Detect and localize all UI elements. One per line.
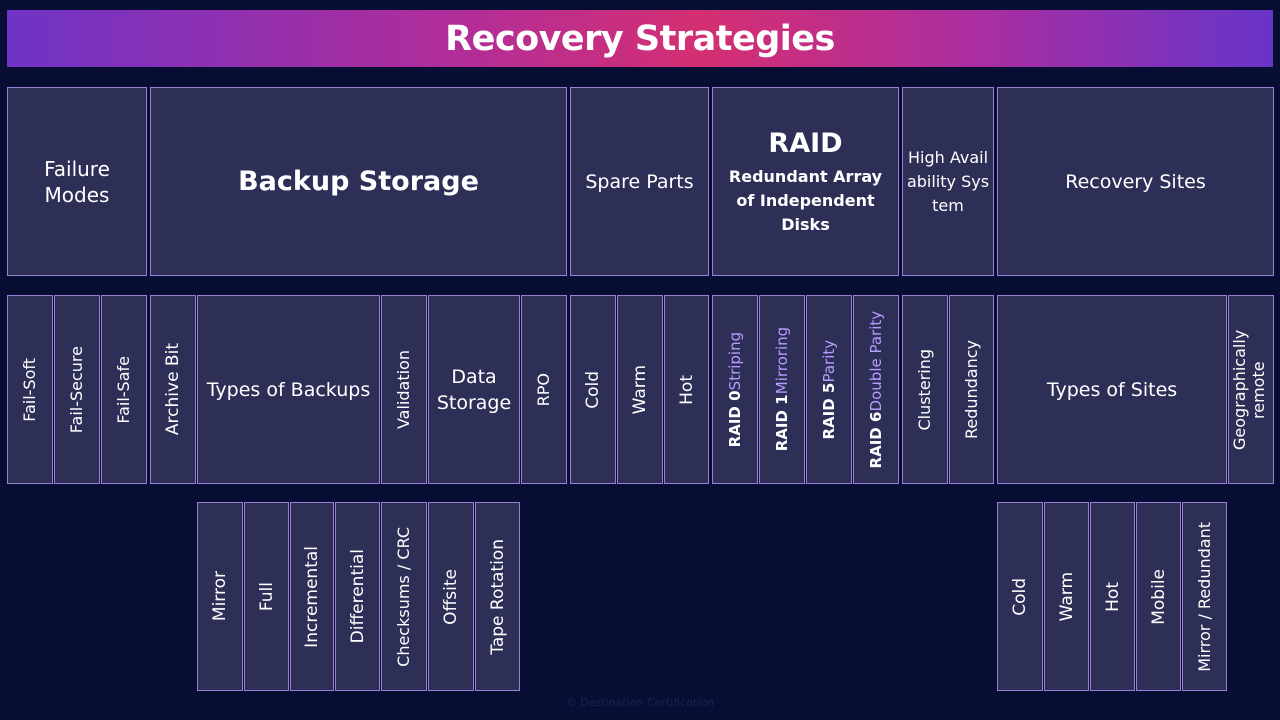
- checksums-crc-label: Checksums / CRC: [394, 526, 413, 667]
- spare-cold-label: Cold: [583, 370, 603, 409]
- rpo: RPO: [521, 295, 567, 484]
- site-hot-label: Hot: [1102, 581, 1123, 612]
- category-spare-parts: Spare Parts: [570, 87, 709, 276]
- title-banner: Recovery Strategies: [7, 10, 1273, 67]
- raid-1: RAID 1 Mirroring: [759, 295, 805, 484]
- copyright-footer: © Destination Certification: [565, 696, 715, 709]
- spare-hot: Hot: [664, 295, 709, 484]
- spare-warm: Warm: [617, 295, 663, 484]
- fail-soft-label: Fail-Soft: [20, 357, 39, 422]
- category-label: Backup Storage: [238, 165, 479, 197]
- fail-safe-label: Fail-Safe: [114, 355, 133, 424]
- category-raid: RAID Redundant Array of Independent Disk…: [712, 87, 899, 276]
- data-storage: Data Storage: [428, 295, 520, 484]
- backup-mirror: Mirror: [197, 502, 243, 691]
- offsite-label: Offsite: [441, 568, 461, 625]
- backup-differential-label: Differential: [347, 549, 368, 644]
- raid-5-level: RAID 5: [820, 382, 838, 440]
- raid-6-level: RAID 6: [867, 411, 885, 469]
- spare-warm-label: Warm: [630, 364, 650, 415]
- backup-incremental: Incremental: [290, 502, 334, 691]
- site-mirror-redundant: Mirror / Redundant: [1182, 502, 1227, 691]
- rpo-label: RPO: [534, 372, 553, 407]
- spare-cold: Cold: [570, 295, 616, 484]
- category-label: High Availability System: [906, 147, 990, 215]
- site-hot: Hot: [1090, 502, 1135, 691]
- category-label: Failure Modes: [44, 156, 110, 207]
- archive-bit-label: Archive Bit: [163, 343, 183, 436]
- site-cold-label: Cold: [1010, 577, 1030, 616]
- raid-0: RAID 0 Striping: [712, 295, 758, 484]
- backup-mirror-label: Mirror: [210, 571, 230, 622]
- backup-full-label: Full: [256, 581, 277, 612]
- fail-secure-label: Fail-Secure: [67, 345, 86, 434]
- redundancy-label: Redundancy: [961, 339, 981, 440]
- backup-incremental-label: Incremental: [302, 545, 322, 648]
- types-of-backups: Types of Backups: [197, 295, 380, 484]
- geographically-remote-label: Geographically remote: [1230, 329, 1268, 450]
- raid-5-desc: Parity: [820, 339, 838, 383]
- raid-0-desc: Striping: [726, 331, 744, 391]
- raid-1-level: RAID 1: [773, 394, 791, 452]
- geographically-remote: Geographically remote: [1228, 295, 1274, 484]
- site-mobile: Mobile: [1136, 502, 1181, 691]
- site-warm-label: Warm: [1056, 571, 1077, 622]
- raid-0-level: RAID 0: [726, 390, 744, 448]
- backup-full: Full: [244, 502, 289, 691]
- page-title: Recovery Strategies: [445, 18, 835, 59]
- category-high-availability: High Availability System: [902, 87, 994, 276]
- offsite: Offsite: [428, 502, 474, 691]
- category-recovery-sites: Recovery Sites: [997, 87, 1274, 276]
- category-backup-storage: Backup Storage: [150, 87, 567, 276]
- checksums-crc: Checksums / CRC: [381, 502, 427, 691]
- validation: Validation: [381, 295, 427, 484]
- category-label: Recovery Sites: [1065, 170, 1206, 193]
- site-cold: Cold: [997, 502, 1043, 691]
- category-failure-modes: Failure Modes: [7, 87, 147, 276]
- site-warm: Warm: [1044, 502, 1089, 691]
- site-mirror-redundant-label: Mirror / Redundant: [1194, 521, 1214, 672]
- redundancy: Redundancy: [949, 295, 994, 484]
- raid-6-desc: Double Parity: [867, 310, 885, 412]
- fail-soft: Fail-Soft: [7, 295, 53, 484]
- clustering: Clustering: [902, 295, 948, 484]
- clustering-label: Clustering: [915, 348, 934, 431]
- types-of-sites-label: Types of Sites: [1046, 378, 1178, 401]
- raid-5: RAID 5 Parity: [806, 295, 852, 484]
- tape-rotation: Tape Rotation: [475, 502, 520, 691]
- validation-label: Validation: [394, 349, 413, 429]
- raid-1-desc: Mirroring: [773, 327, 791, 395]
- types-of-backups-label: Types of Backups: [206, 378, 371, 401]
- category-label: Spare Parts: [585, 170, 694, 193]
- fail-secure: Fail-Secure: [54, 295, 100, 484]
- fail-safe: Fail-Safe: [101, 295, 147, 484]
- raid-title: RAID: [768, 127, 843, 159]
- data-storage-label: Data Storage: [436, 365, 512, 414]
- tape-rotation-label: Tape Rotation: [487, 538, 508, 655]
- archive-bit: Archive Bit: [150, 295, 196, 484]
- types-of-sites: Types of Sites: [997, 295, 1227, 484]
- raid-subtitle: Redundant Array of Independent Disks: [728, 166, 883, 234]
- site-mobile-label: Mobile: [1148, 568, 1169, 625]
- backup-differential: Differential: [335, 502, 380, 691]
- spare-hot-label: Hot: [676, 374, 697, 405]
- raid-6: RAID 6 Double Parity: [853, 295, 899, 484]
